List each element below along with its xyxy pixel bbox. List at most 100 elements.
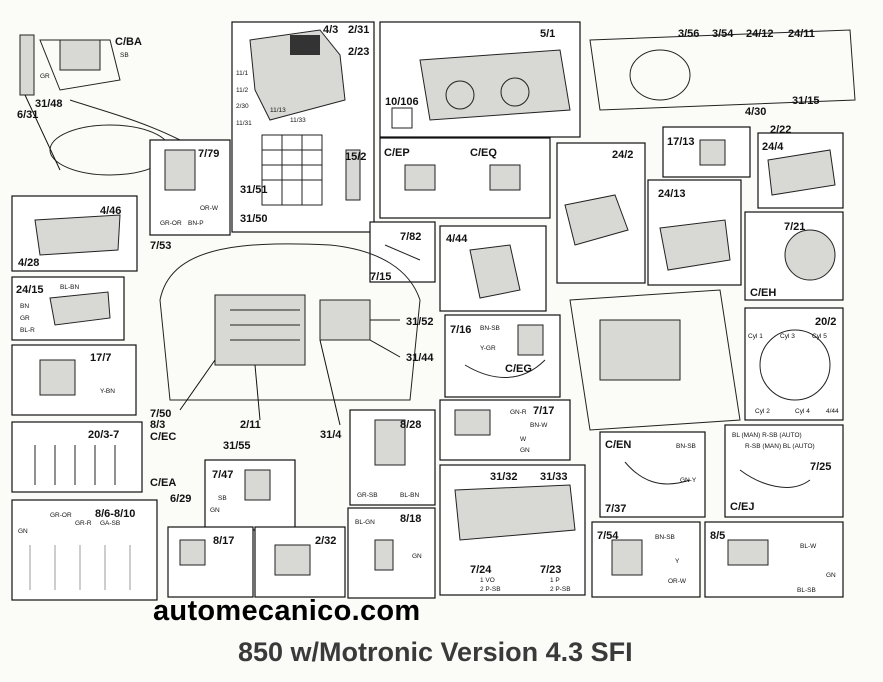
wire-cen-2: GN-Y <box>680 477 697 484</box>
label-31-15: 31/15 <box>792 95 820 107</box>
label-6-31: 6/31 <box>17 109 38 121</box>
label-17-13: 17/13 <box>667 136 695 148</box>
label-8-18: 8/18 <box>400 513 421 525</box>
panel-4-46: 4/46 4/28 <box>11 195 138 272</box>
panel-20-3-7: 20/3-7 <box>11 421 143 493</box>
label-20-3-7: 20/3-7 <box>88 429 119 441</box>
panel-8-6-8-10: 8/6-8/10 GR-OR GR-R GA-SB GN <box>11 499 158 601</box>
label-7-47: 7/47 <box>212 469 233 481</box>
wire-8-18-1: BL-GN <box>355 519 375 526</box>
label-11-31: 11/31 <box>236 120 252 127</box>
label-11-1: 11/1 <box>236 70 249 77</box>
engine-bay: 7/53 7/15 31/52 31/44 7/50 8/3 C/EC 2/11… <box>150 240 434 452</box>
wire-cyl3: Cyl 3 <box>780 333 795 340</box>
wire-7-54-3: OR-W <box>668 578 687 585</box>
label-11-13: 11/13 <box>270 107 286 114</box>
panel-7-16: 7/16 C/EG BN-SB Y-GR <box>444 314 561 398</box>
label-31-44: 31/44 <box>406 352 434 364</box>
diagram-title: 850 w/Motronic Version 4.3 SFI <box>238 637 633 667</box>
label-11-2: 11/2 <box>236 87 249 94</box>
panel-c-ej: BL (MAN) R-SB (AUTO) R-SB (MAN) BL (AUTO… <box>724 424 844 518</box>
wire-24-15-3: GR <box>20 315 30 322</box>
label-cea: C/EA <box>150 477 176 489</box>
panel-c-en: C/EN 7/37 BN-SB GN-Y <box>599 431 706 518</box>
label-8-5: 8/5 <box>710 530 725 542</box>
wire-8-6-4: GN <box>18 528 28 535</box>
label-cba: C/BA <box>115 36 142 48</box>
panel-4-44: 4/44 <box>439 225 547 312</box>
wire-cba-sb: SB <box>120 52 129 59</box>
wire-cen-1: BN-SB <box>676 443 696 450</box>
wire-8-6-2: GR-R <box>75 520 92 527</box>
panel-17-7: 17/7 Y-BN <box>11 344 137 416</box>
wire-7-47-2: GN <box>210 507 220 514</box>
label-8-6-8-10: 8/6-8/10 <box>95 508 135 520</box>
label-24-12: 24/12 <box>746 28 774 40</box>
label-4-28: 4/28 <box>18 257 39 269</box>
label-2-30: 2/30 <box>236 103 249 110</box>
label-31-51: 31/51 <box>240 184 268 196</box>
label-17-7: 17/7 <box>90 352 111 364</box>
label-ceq: C/EQ <box>470 147 497 159</box>
wire-7-79-2: GR-OR <box>160 220 182 227</box>
wire-7-54-1: BN-SB <box>655 534 675 541</box>
label-8-17: 8/17 <box>213 535 234 547</box>
wire-7-79-3: BN-P <box>188 220 204 227</box>
label-cep: C/EP <box>384 147 410 159</box>
label-4-30: 4/30 <box>745 106 766 118</box>
panel-8-17: 8/17 <box>167 526 254 598</box>
panel-7-54: 7/54 BN-SB Y OR-W <box>591 521 701 598</box>
label-7-53: 7/53 <box>150 240 171 252</box>
wire-cej-2: R-SB (MAN) BL (AUTO) <box>745 443 815 450</box>
instrument-cluster-panel: 5/1 10/106 <box>379 21 581 138</box>
label-cej: C/EJ <box>730 501 754 513</box>
label-10-106: 10/106 <box>385 96 419 108</box>
label-31-50: 31/50 <box>240 213 268 225</box>
label-ceg: C/EG <box>505 363 532 375</box>
wire-cyl2: Cyl 2 <box>755 408 770 415</box>
panel-24-13: 24/13 <box>647 179 742 286</box>
label-31-32: 31/32 <box>490 471 518 483</box>
label-2-23: 2/23 <box>348 46 369 58</box>
panel-17-13: 17/13 <box>662 126 751 178</box>
label-31-33: 31/33 <box>540 471 568 483</box>
wire-8-6-3: GA-SB <box>100 520 120 527</box>
label-15-2: 15/2 <box>345 151 366 163</box>
wire-17-7-1: Y-BN <box>100 388 115 395</box>
label-7-24: 7/24 <box>470 564 492 576</box>
label-6-29: 6/29 <box>170 493 191 505</box>
label-7-16: 7/16 <box>450 324 471 336</box>
wire-7-16-1: BN-SB <box>480 325 500 332</box>
label-7-50: 7/50 <box>150 408 171 420</box>
panel-7-17: 7/17 GN-R BN-W W GN <box>439 399 571 461</box>
panel-7-82: 7/82 <box>369 221 436 283</box>
label-24-4: 24/4 <box>762 141 784 153</box>
panel-7-79: 7/79 OR-W GR-OR BN-P <box>149 139 231 236</box>
panel-24-15: 24/15 BL-BN BN GR BL-R <box>11 276 125 341</box>
label-7-23: 7/23 <box>540 564 561 576</box>
label-31-52: 31/52 <box>406 316 434 328</box>
wire-8-6-1: GR-OR <box>50 512 72 519</box>
label-7-54: 7/54 <box>597 530 619 542</box>
label-24-11: 24/11 <box>788 28 815 40</box>
wire-7-23-2: 2 P-SB <box>550 586 571 593</box>
panel-7-21: 7/21 C/EH <box>744 211 844 301</box>
label-24-15: 24/15 <box>16 284 44 296</box>
label-cen: C/EN <box>605 439 631 451</box>
wire-24-15-1: BL-BN <box>60 284 79 291</box>
panel-cep-ceq: C/EP C/EQ <box>379 137 551 219</box>
label-7-25: 7/25 <box>810 461 831 473</box>
wire-7-24-1: 1 VO <box>480 577 495 584</box>
wire-7-23-1: 1 P <box>550 577 560 584</box>
label-3-54: 3/54 <box>712 28 734 40</box>
wire-7-17-3: W <box>520 436 527 443</box>
wire-7-16-2: Y-GR <box>480 345 496 352</box>
label-cec: C/EC <box>150 431 176 443</box>
wire-cba-gr: GR <box>40 73 50 80</box>
wire-7-17-4: GN <box>520 447 530 454</box>
wire-8-5-3: BL-SB <box>797 587 816 594</box>
wire-7-17-2: BN-W <box>530 422 548 429</box>
panel-8-28: 8/28 GR-SB BL-BN <box>349 409 436 506</box>
